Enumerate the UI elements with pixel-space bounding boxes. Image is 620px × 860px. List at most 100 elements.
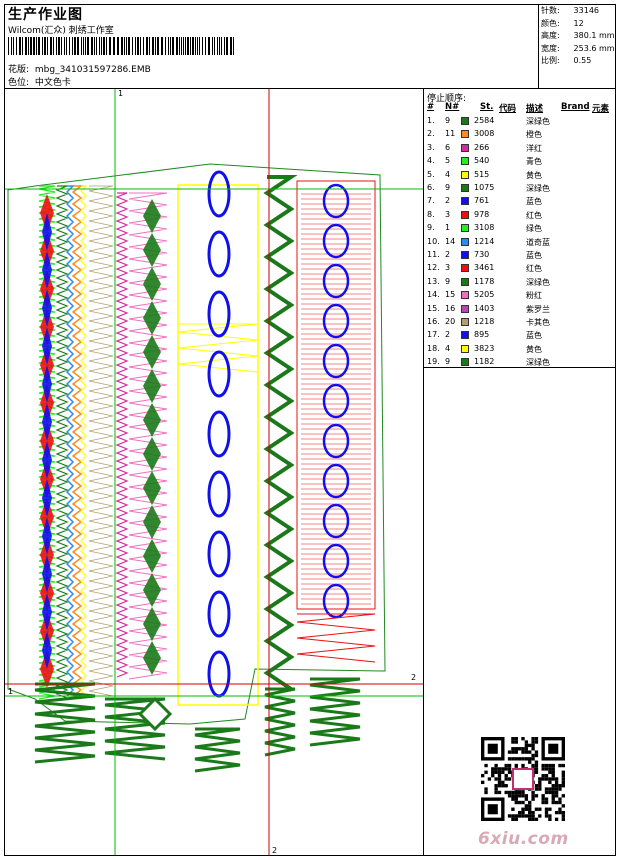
color-swatch: [461, 291, 469, 300]
qr-module: [511, 814, 515, 818]
stop-description: 黄色: [526, 170, 542, 180]
design-canvas: 1 2 2 1: [5, 89, 423, 855]
qr-module: [504, 763, 508, 768]
qr-module: [538, 784, 542, 788]
red-panel-border: [296, 180, 376, 610]
blue-oval-motif: [322, 463, 350, 499]
stop-stitches: 540: [474, 156, 490, 166]
stop-needle: 9: [445, 183, 451, 192]
qr-module: [531, 797, 535, 801]
green-oval-motif: [143, 641, 161, 675]
qr-module: [524, 757, 529, 761]
qr-module: [548, 814, 552, 818]
qr-module: [554, 790, 559, 795]
qr-module: [497, 777, 502, 781]
qr-module: [551, 770, 555, 774]
blue-chain-motif: [207, 530, 231, 578]
qr-module: [534, 807, 539, 811]
qr-module: [531, 810, 535, 815]
barcode-bar: [38, 37, 40, 55]
qr-module: [544, 787, 549, 791]
barcode-bar: [117, 37, 119, 55]
qr-module: [521, 747, 525, 751]
barcode-bar: [50, 37, 52, 55]
qr-module: [541, 767, 545, 771]
blue-chain-motif: [207, 650, 231, 698]
qr-module: [511, 790, 515, 795]
stop-stitches: 3461: [474, 263, 495, 273]
green-oval-motif: [143, 267, 161, 301]
green-oval-motif: [143, 335, 161, 369]
blue-diamond-motif: [42, 251, 52, 289]
qr-module: [491, 773, 495, 778]
green-diamond-frame: [137, 696, 173, 732]
green-oval-motif: [143, 233, 161, 267]
qr-module: [521, 814, 525, 818]
barcode-bar: [181, 37, 182, 55]
site-watermark: 6xiu.com: [478, 829, 569, 849]
qr-module: [531, 794, 535, 798]
qr-module: [507, 770, 512, 774]
qr-module: [541, 794, 545, 798]
qr-module: [491, 767, 495, 771]
stop-index: 17.: [427, 330, 440, 340]
blue-oval-motif: [322, 263, 350, 299]
green-block-motif: [309, 677, 361, 747]
barcode-bar: [143, 37, 144, 55]
blue-oval-motif: [322, 223, 350, 259]
qr-module: [548, 777, 552, 781]
stop-needle: 2: [445, 196, 451, 206]
color-swatch: [461, 304, 469, 313]
qr-module: [494, 767, 498, 771]
qr-module: [514, 794, 518, 798]
stat-value: 0.55: [573, 56, 592, 66]
green-block-motif: [264, 687, 296, 757]
blue-oval-motif: [322, 583, 350, 619]
stats-divider: [538, 4, 539, 88]
qr-module: [554, 780, 559, 785]
color-swatch: [461, 224, 469, 233]
col-needle: N#: [445, 102, 460, 112]
stop-index: 4.: [427, 156, 435, 166]
stat-value: 380.1 mm: [573, 31, 615, 41]
qr-module: [528, 817, 532, 821]
blue-oval-motif: [322, 183, 350, 219]
barcode-bar: [226, 37, 228, 55]
qr-module: [544, 777, 549, 781]
qr-code: [481, 737, 565, 821]
stat-value: 33146: [573, 6, 599, 15]
qr-module: [561, 780, 565, 785]
qr-module: [528, 757, 532, 761]
qr-module: [521, 794, 525, 798]
qr-module: [541, 797, 545, 801]
qr-module: [554, 800, 559, 805]
stat-stitches: 针数: 33146: [541, 5, 615, 18]
qr-module: [551, 784, 555, 788]
qr-finder: [487, 743, 498, 754]
blue-chain-motif: [207, 470, 231, 518]
color-swatch: [461, 264, 469, 273]
barcode-bar: [81, 37, 82, 55]
stop-description: 红色: [526, 210, 542, 220]
barcode-bar: [140, 37, 141, 55]
qr-module: [497, 784, 502, 788]
qr-module: [554, 794, 559, 798]
design-file-label: 花版:: [8, 65, 30, 75]
barcode-bar: [176, 37, 178, 55]
stat-value: 12: [573, 18, 584, 28]
green-oval-motif: [143, 607, 161, 641]
qr-module: [541, 800, 545, 805]
qr-module: [524, 794, 529, 798]
stop-needle: 9: [445, 116, 451, 125]
qr-module: [558, 784, 562, 788]
barcode-bar: [53, 37, 54, 55]
barcode-bar: [85, 37, 86, 55]
barcode-bar: [152, 37, 154, 55]
blue-diamond-motif: [42, 365, 52, 403]
qr-module: [511, 757, 515, 761]
qr-module: [507, 757, 512, 761]
barcode-bar: [72, 37, 73, 55]
